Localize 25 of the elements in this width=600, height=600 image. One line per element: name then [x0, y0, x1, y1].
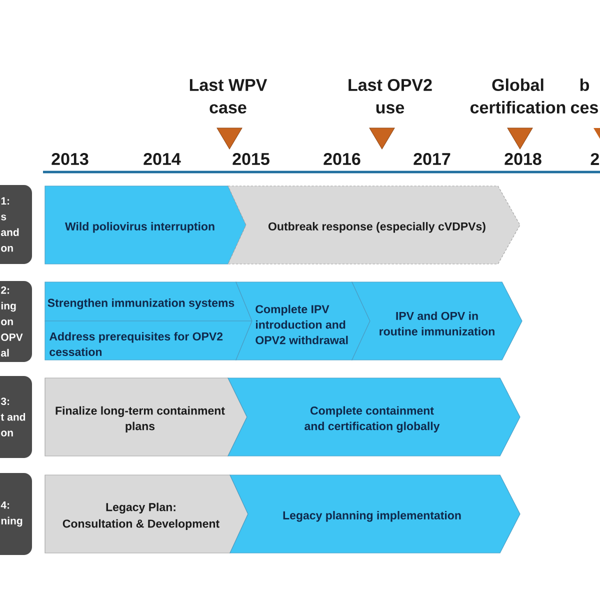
row-header-box: 4: ning	[0, 473, 32, 555]
row-header-box: 1: s and on	[0, 185, 32, 264]
process-step: Legacy Plan: Consultation & Development	[44, 474, 248, 554]
process-step: Complete containment and certification globally	[228, 378, 520, 456]
year-label: 2018	[504, 152, 542, 166]
year-label: 2015	[232, 152, 270, 166]
year-label: 2014	[144, 152, 181, 166]
process-step: Complete IPV introduction and OPV2 withdrawal	[236, 282, 370, 360]
milestone-label: Last OPV2 use	[348, 78, 432, 114]
process-step: Finalize long-term containment plans	[44, 378, 248, 456]
year-label: 2	[590, 153, 599, 165]
year-label: 2017	[414, 152, 450, 166]
row-header-box: 2: ing on OPV al	[0, 281, 32, 362]
year-label: 2013	[52, 152, 88, 166]
process-step: IPV and OPV in routine immunization	[352, 282, 522, 360]
process-step: Wild poliovirus interruption	[44, 186, 246, 264]
process-step: Legacy planning implementation	[230, 474, 520, 554]
row-header-box: 3: t and on	[0, 376, 32, 458]
process-box: Strengthen immunization systems	[44, 282, 252, 322]
milestone-label: Last WPV case	[190, 79, 268, 114]
milestone-label: b ces	[570, 78, 598, 114]
milestone-label: Global certification	[470, 78, 566, 114]
process-box: Address prerequisites for OPV2 cessation	[44, 320, 252, 360]
process-step: Outbreak response (especially cVDPVs)	[228, 186, 520, 264]
year-label: 2016	[324, 152, 360, 166]
